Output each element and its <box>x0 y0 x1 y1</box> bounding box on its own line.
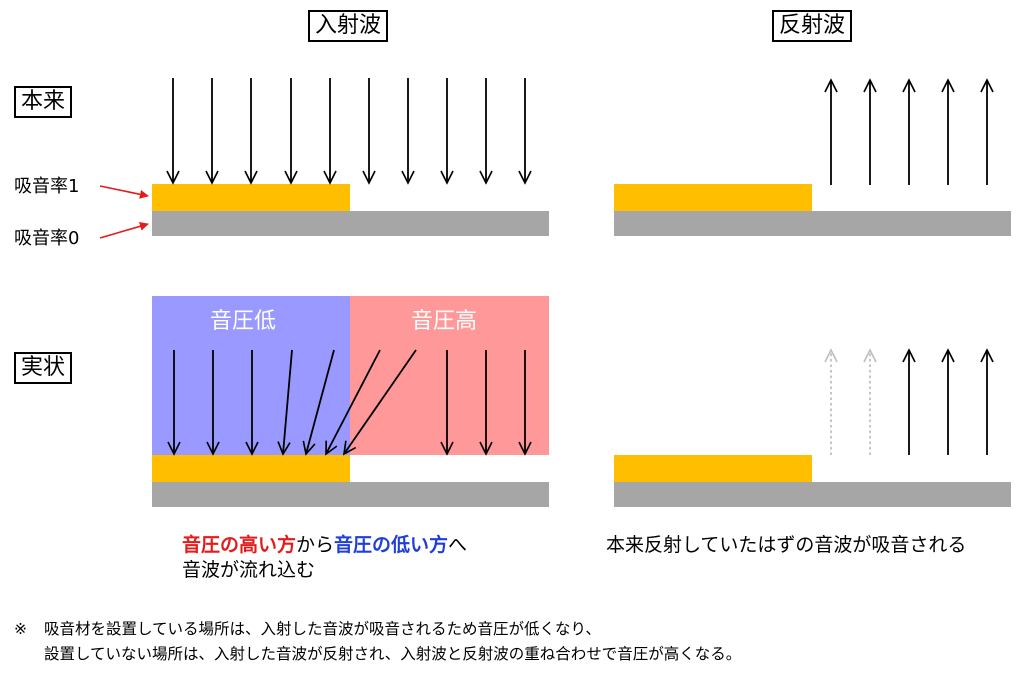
incident-wave-header: 入射波 <box>308 10 389 42</box>
flow-caption-from: から <box>296 534 335 556</box>
absorber-ideal-incident <box>152 184 350 211</box>
absorber-actual-incident <box>152 455 350 482</box>
note-line-1: 吸音材を設置している場所は、入射した音波が吸音されるため音圧が低くなり、 <box>44 620 601 638</box>
flow-caption: 音圧の高い方から音圧の低い方へ <box>182 532 467 558</box>
high-pressure-zone <box>350 296 549 455</box>
flow-caption-low: 音圧の低い方 <box>334 534 449 556</box>
low-pressure-label: 音圧低 <box>210 309 277 334</box>
floor-ideal-incident <box>152 211 549 236</box>
reflected-wave-header: 反射波 <box>772 10 853 42</box>
absorber-actual-reflected <box>614 455 812 482</box>
low-pressure-zone <box>152 296 350 455</box>
floor-actual-incident <box>152 482 549 507</box>
inflow-arrow <box>306 349 335 454</box>
note-mark: ※ <box>14 620 27 638</box>
reflected-arrows-actual <box>909 350 987 455</box>
floor-ideal-reflected <box>614 211 1011 236</box>
absorber-ideal-reflected <box>614 184 812 211</box>
inflow-arrow <box>283 349 293 454</box>
label-absorption-1: 吸音率1 <box>14 176 80 197</box>
inflow-arrow <box>344 349 417 454</box>
absorbed-caption: 本来反射していたはずの音波が吸音される <box>606 534 967 556</box>
incident-arrows-ideal <box>173 78 525 183</box>
pointer-absorption-0 <box>99 221 149 239</box>
inflow-arrows-actual <box>283 349 417 454</box>
note-line-2: 設置していない場所は、入射した音波が反射され、入射波と反射波の重ね合わせで音圧が… <box>44 645 742 663</box>
high-pressure-label: 音圧高 <box>411 309 478 334</box>
row-label-actual: 実状 <box>14 352 73 384</box>
absorbed-reflection-arrows <box>831 350 870 455</box>
flow-caption-to: へ <box>448 534 468 556</box>
inflow-arrow <box>326 349 381 454</box>
flow-caption-line2: 音波が流れ込む <box>182 559 316 581</box>
row-label-ideal: 本来 <box>14 86 73 118</box>
pointer-absorption-1 <box>99 185 149 199</box>
floor-actual-reflected <box>614 482 1011 507</box>
flow-caption-high: 音圧の高い方 <box>182 534 297 556</box>
label-absorption-0: 吸音率0 <box>14 228 80 249</box>
reflected-arrows-ideal <box>831 80 987 185</box>
incident-arrows-actual <box>174 350 525 454</box>
